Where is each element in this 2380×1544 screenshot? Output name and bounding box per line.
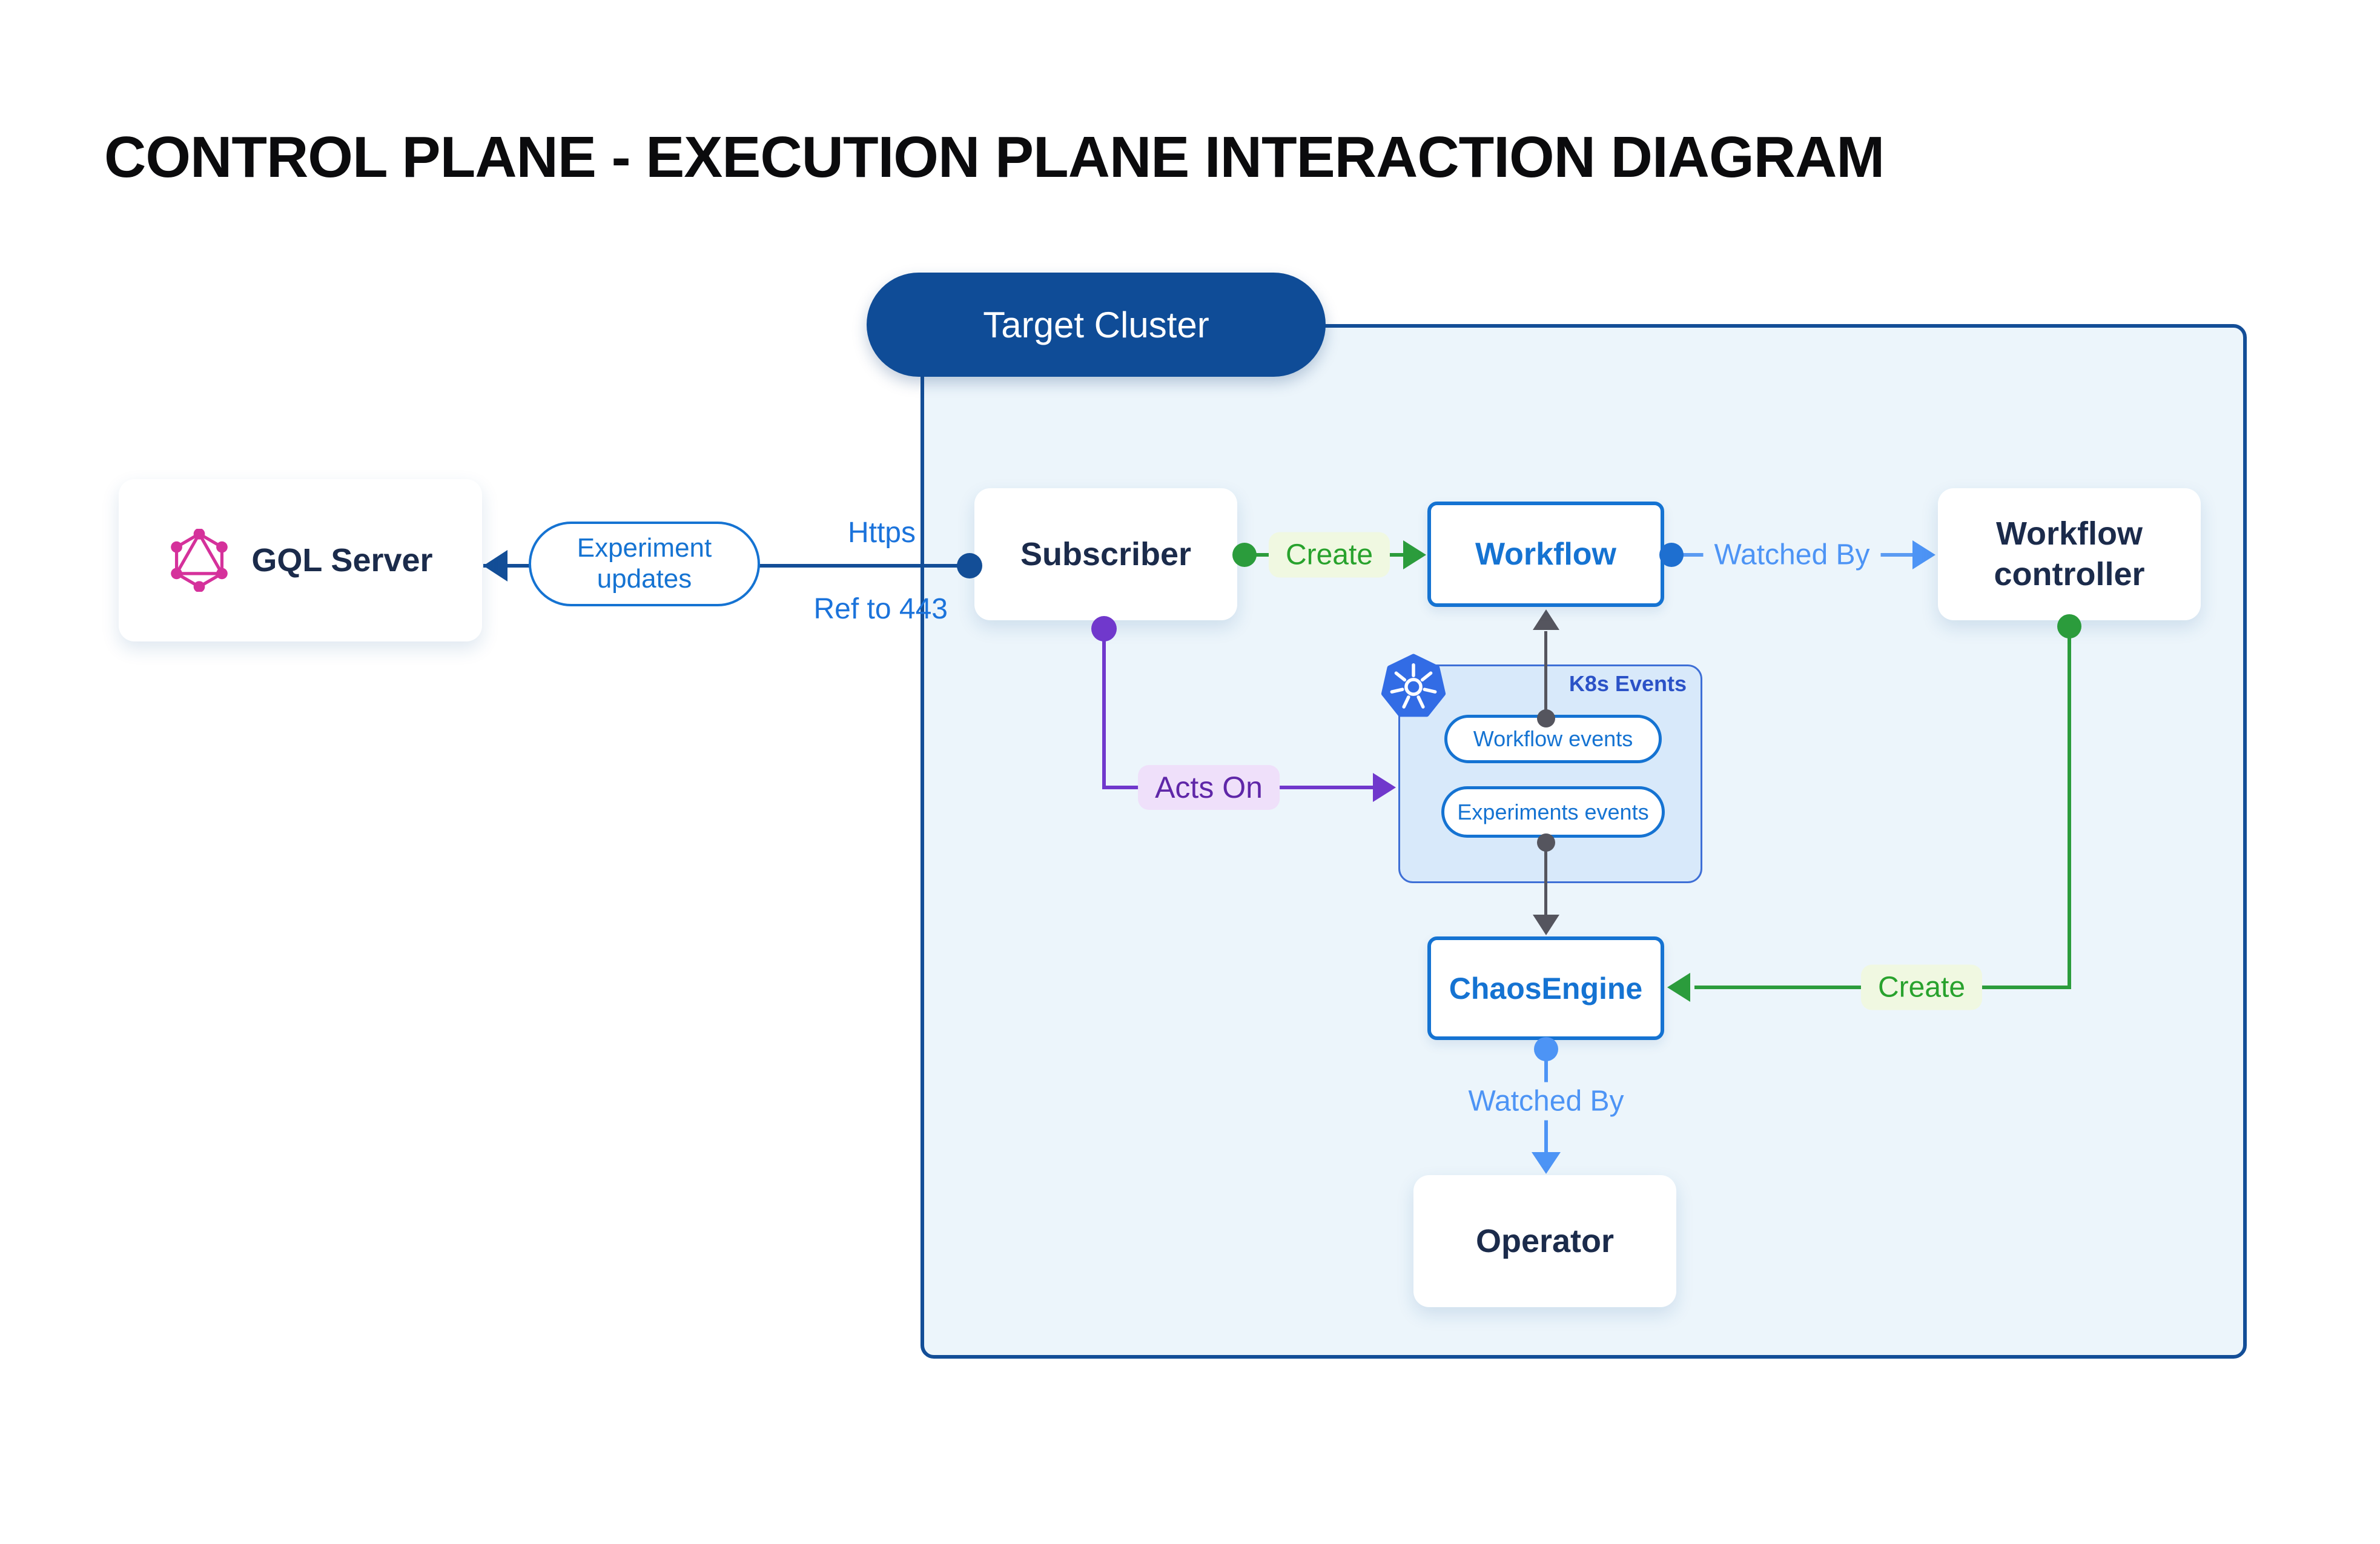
- arrowhead-to-workflow-controller: [1912, 540, 1935, 569]
- dot-experiments-events-bottom: [1537, 833, 1555, 852]
- node-experiments-events: Experiments events: [1441, 786, 1665, 838]
- target-cluster-label: Target Cluster: [983, 304, 1209, 345]
- edge-actson-vertical: [1102, 627, 1106, 789]
- node-operator: Operator: [1413, 1175, 1676, 1307]
- edge-label-acts-on: Acts On: [1138, 765, 1280, 810]
- edge-label-watchedby-controller: Watched By: [1703, 535, 1881, 574]
- arrowhead-to-workflow: [1403, 540, 1426, 569]
- edge-create-chaos-vertical: [2068, 624, 2071, 988]
- node-experiment-updates: Experiment updates: [529, 522, 760, 606]
- edge-label-watchedby-operator: Watched By: [1457, 1082, 1635, 1121]
- edge-k8s-to-workflow-line: [1544, 631, 1547, 717]
- node-subscriber: Subscriber: [974, 488, 1237, 620]
- edge-label-https: Https: [847, 517, 916, 549]
- node-chaosengine: ChaosEngine: [1427, 936, 1664, 1040]
- chaosengine-label: ChaosEngine: [1449, 971, 1643, 1006]
- edge-k8s-to-chaosengine-line: [1544, 841, 1547, 916]
- edge-label-create-chaosengine: Create: [1860, 964, 1983, 1010]
- gql-server-label: GQL Server: [251, 542, 433, 578]
- dot-chaosengine-bottom: [1534, 1037, 1558, 1061]
- arrowhead-to-operator: [1532, 1152, 1561, 1174]
- dot-subscriber-left: [957, 553, 982, 578]
- operator-label: Operator: [1475, 1223, 1615, 1259]
- arrowhead-to-chaosengine-top: [1533, 915, 1559, 935]
- graphql-icon: [168, 529, 231, 592]
- workflow-events-label: Workflow events: [1473, 726, 1633, 751]
- kubernetes-icon: [1380, 654, 1447, 720]
- page-title: CONTROL PLANE - EXECUTION PLANE INTERACT…: [104, 125, 1885, 190]
- node-workflow-controller: Workflow controller: [1938, 488, 2201, 620]
- dot-workflow-right: [1659, 543, 1684, 567]
- node-workflow: Workflow: [1427, 502, 1664, 607]
- dot-workflow-events-top: [1537, 709, 1555, 727]
- workflow-controller-label: Workflow controller: [1994, 515, 2145, 593]
- dot-controller-bottom: [2057, 614, 2081, 638]
- arrowhead-to-chaosengine-right: [1667, 973, 1690, 1002]
- node-gql-server: GQL Server: [119, 479, 482, 641]
- target-cluster-pill: Target Cluster: [867, 273, 1326, 377]
- dot-subscriber-bottom: [1091, 616, 1117, 641]
- experiments-events-label: Experiments events: [1457, 799, 1649, 824]
- experiment-updates-label: Experiment updates: [577, 533, 712, 594]
- arrowhead-to-workflow-bottom: [1533, 609, 1559, 630]
- k8s-events-label: K8s Events: [1568, 671, 1687, 696]
- edge-label-create-workflow: Create: [1268, 532, 1390, 578]
- arrowhead-to-k8s-events: [1373, 773, 1396, 802]
- arrowhead-to-gql-server: [483, 550, 507, 581]
- node-workflow-events: Workflow events: [1444, 715, 1662, 763]
- subscriber-label: Subscriber: [1020, 536, 1192, 572]
- edge-label-ref-443: Ref to 443: [813, 593, 948, 625]
- dot-subscriber-right: [1232, 543, 1257, 567]
- workflow-label: Workflow: [1475, 537, 1617, 572]
